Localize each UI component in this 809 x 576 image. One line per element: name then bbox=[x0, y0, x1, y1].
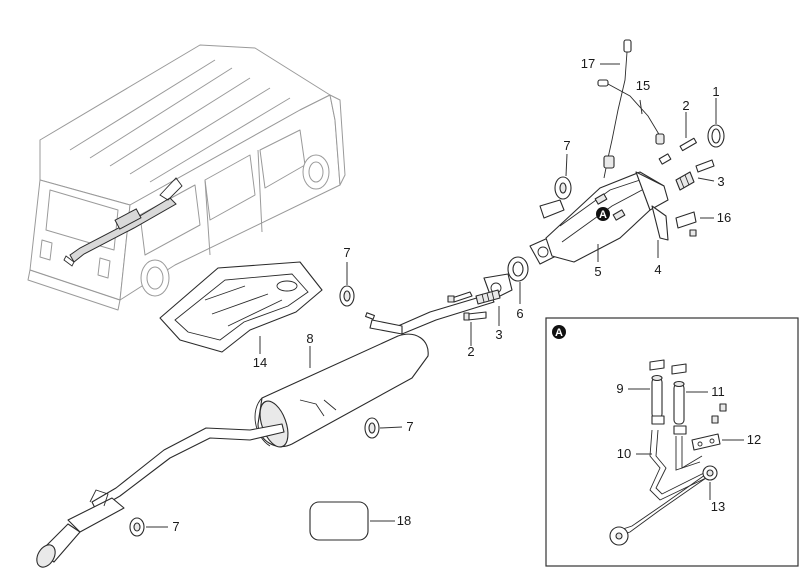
oxygen-sensor-17-part bbox=[603, 39, 632, 179]
svg-text:A: A bbox=[555, 327, 563, 339]
callout-17: 17 bbox=[581, 56, 595, 71]
callout-18: 18 bbox=[397, 513, 411, 528]
callout-4: 4 bbox=[654, 262, 661, 277]
front-flange-part bbox=[447, 273, 513, 321]
van-illustration bbox=[27, 44, 346, 311]
callout-5: 5 bbox=[594, 264, 601, 279]
callout-7-hanger: 7 bbox=[343, 245, 350, 260]
callout-13: 13 bbox=[711, 499, 725, 514]
detail-box-badge: A bbox=[552, 325, 566, 339]
clip-16-part bbox=[675, 211, 697, 237]
callout-10: 10 bbox=[617, 446, 631, 461]
callout-6: 6 bbox=[516, 306, 523, 321]
callout-labels: 1 2 3 4 5 6 7 7 7 7 8 9 10 11 12 13 14 1… bbox=[172, 56, 761, 534]
spring-bolt-3-part bbox=[675, 159, 715, 191]
callout-7-upper: 7 bbox=[563, 138, 570, 153]
callout-3-lower: 3 bbox=[495, 327, 502, 342]
callout-14: 14 bbox=[253, 355, 267, 370]
callout-15: 15 bbox=[636, 78, 650, 93]
part-18 bbox=[309, 501, 369, 541]
leader-lines bbox=[146, 63, 744, 528]
callout-11: 11 bbox=[711, 384, 725, 399]
hose-11-part bbox=[671, 363, 687, 435]
callout-8: 8 bbox=[306, 331, 313, 346]
callout-2-upper: 2 bbox=[682, 98, 689, 113]
callout-16: 16 bbox=[717, 210, 731, 225]
callout-7-middle: 7 bbox=[406, 419, 413, 434]
callout-1: 1 bbox=[712, 84, 719, 99]
callout-12: 12 bbox=[747, 432, 761, 447]
hose-9-part bbox=[649, 359, 665, 425]
detail-marker-a: A bbox=[596, 207, 610, 221]
svg-text:A: A bbox=[599, 209, 607, 221]
callout-7-lower: 7 bbox=[172, 519, 179, 534]
heat-shield-part bbox=[159, 261, 323, 353]
rubber-hanger-part bbox=[129, 176, 572, 537]
ring-gasket-1-part bbox=[707, 124, 725, 148]
callout-9: 9 bbox=[616, 381, 623, 396]
temperature-sensor-15-part bbox=[597, 79, 665, 145]
muffler-assembly-part bbox=[36, 293, 495, 568]
stud-bolt-2-part bbox=[658, 137, 697, 165]
detail-view-a: A bbox=[545, 317, 799, 567]
callout-3-upper: 3 bbox=[717, 174, 724, 189]
gasket-part bbox=[507, 256, 529, 282]
callout-2-lower: 2 bbox=[467, 344, 474, 359]
